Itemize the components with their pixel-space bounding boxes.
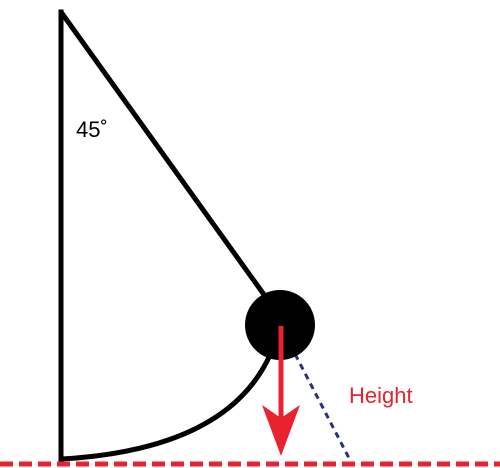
height-arrow-head [262,405,300,456]
pendulum-string [58,9,273,306]
height-arrow [262,326,300,456]
angle-label: 45˚ [76,117,108,142]
height-label: Height [349,383,413,408]
pendulum-bob [245,290,315,360]
swing-arc [58,352,273,462]
